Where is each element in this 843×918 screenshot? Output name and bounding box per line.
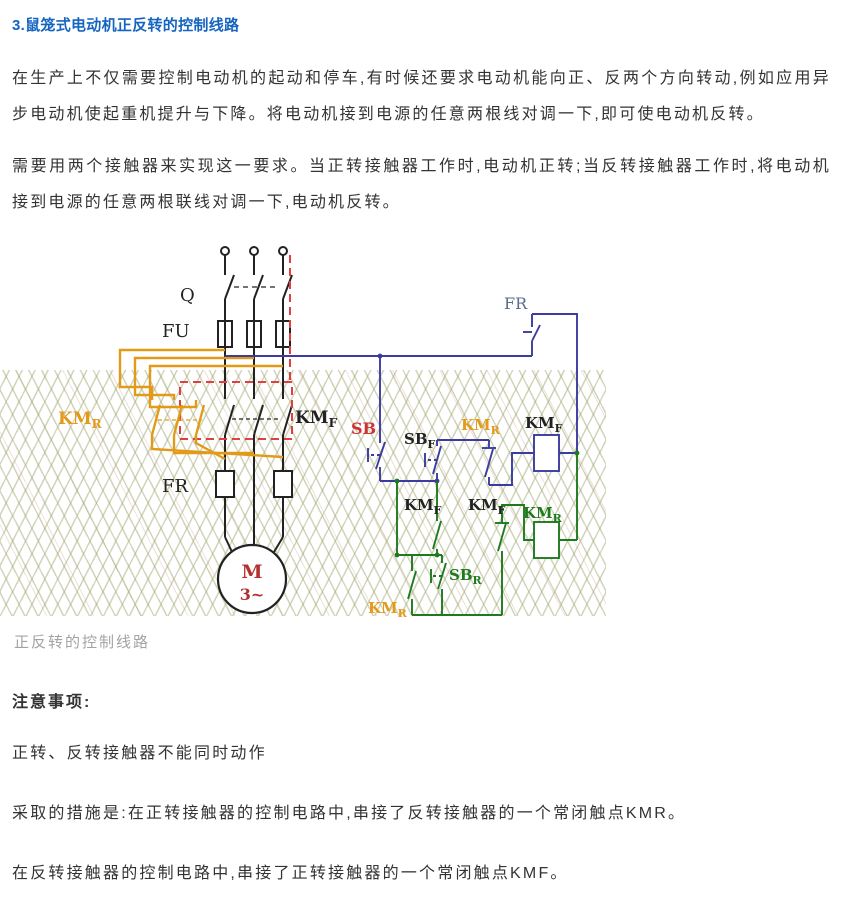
reverse-control-circuit (394, 450, 580, 616)
label-sb-stop: SB (351, 419, 376, 438)
terminal-l2 (249, 246, 259, 256)
main-circuit (215, 246, 293, 615)
article-heading: 3.鼠笼式电动机正反转的控制线路 (12, 17, 240, 34)
label-sb-r: SBR (449, 566, 483, 587)
terminal-l1 (220, 246, 230, 256)
km-f-interlock-blade (497, 522, 507, 552)
note-3: 在反转接触器的控制电路中,串接了正转接触器的一个常闭触点KMF。 (12, 865, 569, 882)
label-sb-f: SBF (404, 430, 436, 451)
paragraph-2: 需要用两个接触器来实现这一要求。当正转接触器工作时,电动机正转;当反转接触器工作… (12, 158, 831, 211)
label-km-r-selfhold: KMR (368, 599, 408, 617)
figure-caption: 正反转的控制线路 (14, 634, 151, 651)
label-km-f-main: KMF (295, 408, 338, 430)
note-1: 正转、反转接触器不能同时动作 (12, 745, 267, 762)
label-km-f-selfhold: KMF (404, 496, 442, 517)
circuit-svg: Q FU FR FR KMR KMF SB SBF KMR KMF KMF KM… (58, 246, 580, 617)
label-fu: FU (162, 321, 190, 342)
km-f-selfhold-blade (432, 520, 442, 550)
circuit-diagram-figure: Q FU FR FR KMR KMF SB SBF KMR KMF KMF KM… (0, 237, 606, 617)
label-km-f-interlock: KMF (468, 496, 506, 517)
fr-contact-blade (531, 324, 541, 342)
thermal-relay-element-2 (273, 470, 293, 498)
label-km-r-interlock: KMR (461, 416, 501, 437)
thermal-relay-element-1 (215, 470, 235, 498)
km-r-selfhold-blade (407, 570, 417, 600)
paragraph-1: 在生产上不仅需要控制电动机的起动和停车,有时候还要求电动机能向正、反两个方向转动… (12, 70, 831, 123)
label-km-f-coil: KMF (525, 414, 563, 435)
notes-title: 注意事项: (12, 694, 92, 711)
note-2: 采取的措施是:在正转接触器的控制电路中,串接了反转接触器的一个常闭触点KMR。 (12, 805, 687, 822)
motor-circle (216, 543, 288, 615)
red-dashed-box (179, 381, 293, 440)
diagram-labels: Q FU FR FR KMR KMF SB SBF KMR KMF KMF KM… (58, 285, 563, 617)
label-motor-phase: 3~ (240, 585, 265, 604)
reverse-phase-wiring (118, 348, 284, 461)
sb-stop-blade (375, 441, 386, 470)
label-q: Q (180, 285, 195, 306)
label-km-r-left: KMR (58, 409, 103, 431)
q-switch-blades (224, 274, 293, 300)
interlock-highlight (179, 255, 293, 440)
forward-control-circuit (225, 313, 578, 486)
km-r-coil (533, 521, 560, 559)
label-fr-ctrl: FR (504, 294, 528, 313)
label-fr-main: FR (162, 476, 188, 497)
label-km-r-coil: KMR (523, 504, 563, 525)
km-r-interlock-blade (484, 448, 494, 478)
terminal-l3 (278, 246, 288, 256)
km-f-coil (533, 434, 560, 472)
label-motor-m: M (241, 561, 262, 583)
hatch-background (0, 370, 606, 616)
km-f-main-blades (224, 404, 293, 436)
